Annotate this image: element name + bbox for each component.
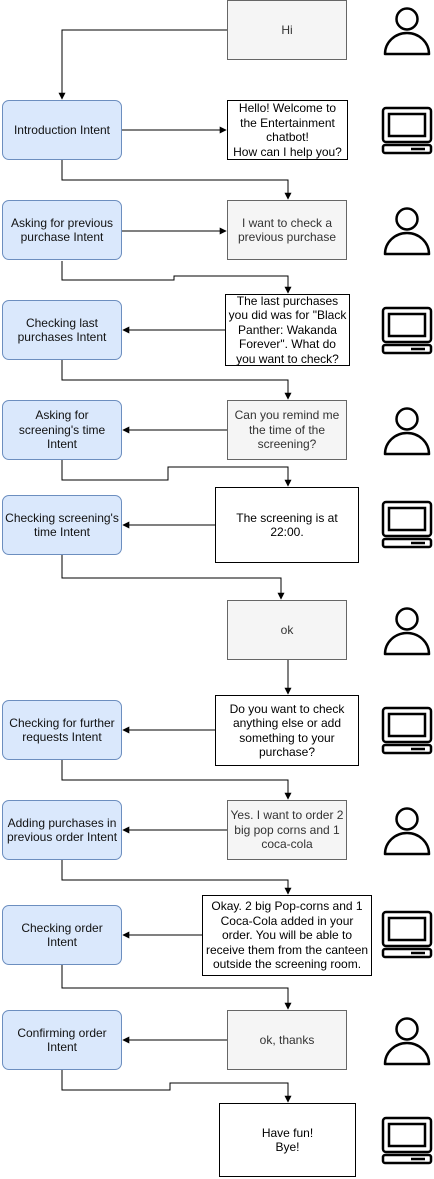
computer-icon xyxy=(381,306,433,355)
message-have-fun: Have fun! Bye! xyxy=(219,1103,356,1177)
intent-asking-previous-purchase: Asking for previous purchase Intent xyxy=(2,200,122,260)
message-order-added: Okay. 2 big Pop-corns and 1 Coca-Cola ad… xyxy=(202,895,372,976)
connector xyxy=(61,965,292,1010)
computer-icon xyxy=(381,500,433,549)
connector xyxy=(61,760,292,800)
intent-adding-purchases: Adding purchases in previous order Inten… xyxy=(2,800,122,860)
user-icon xyxy=(383,407,431,456)
computer-icon xyxy=(381,910,433,959)
intent-confirming-order: Confirming order Intent xyxy=(2,1010,122,1070)
connector xyxy=(61,860,292,895)
connector xyxy=(61,160,292,200)
user-icon xyxy=(383,1017,431,1066)
intent-checking-screening-time: Checking screening's time Intent xyxy=(2,495,122,555)
connector xyxy=(61,360,292,400)
message-welcome: Hello! Welcome to the Entertainment chat… xyxy=(227,100,348,160)
message-ok-thanks: ok, thanks xyxy=(227,1010,347,1070)
connector xyxy=(61,261,292,294)
message-order-popcorn: Yes. I want to order 2 big pop corns and… xyxy=(227,800,347,860)
intent-asking-screening-time: Asking for screening's time Intent xyxy=(2,400,122,460)
message-hi: Hi xyxy=(227,0,347,60)
message-screening-at: The screening is at 22:00. xyxy=(215,487,359,563)
connector xyxy=(61,555,285,600)
user-icon xyxy=(383,207,431,256)
user-icon xyxy=(383,607,431,656)
connector xyxy=(58,29,227,100)
computer-icon xyxy=(381,1116,433,1165)
computer-icon xyxy=(381,706,433,755)
computer-icon xyxy=(381,106,433,155)
user-icon xyxy=(383,7,431,56)
connector xyxy=(61,1070,292,1103)
user-icon xyxy=(383,807,431,856)
intent-checking-last-purchases: Checking last purchases Intent xyxy=(2,300,122,360)
connector xyxy=(61,460,292,487)
intent-introduction: Introduction Intent xyxy=(2,100,122,160)
message-last-purchases: The last purchases you did was for "Blac… xyxy=(225,294,350,366)
message-ok: ok xyxy=(227,600,347,660)
message-remind-time: Can you remind me the time of the screen… xyxy=(227,400,347,460)
intent-checking-further-requests: Checking for further requests Intent xyxy=(2,700,122,760)
message-anything-else: Do you want to check anything else or ad… xyxy=(215,695,359,766)
intent-checking-order: Checking order Intent xyxy=(2,905,122,965)
message-check-previous: I want to check a previous purchase xyxy=(227,200,347,260)
